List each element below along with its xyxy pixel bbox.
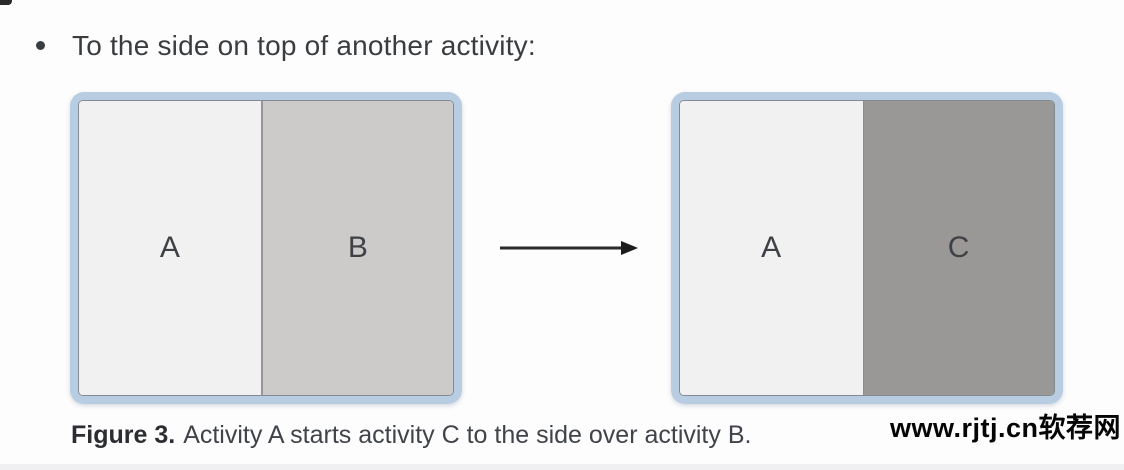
watermark-text: www.rjtj.cn软荐网 [889,413,1121,443]
corner-artifact [0,0,12,5]
device-frame-before: A B [70,92,462,404]
activity-pane-a-before: A [79,101,262,395]
activity-pane-c: C [862,101,1054,395]
figure-caption-label: Figure 3. [71,421,176,449]
activity-b-label: B [347,231,369,264]
activity-a-label: A [761,231,782,264]
activity-pane-b: B [261,101,453,395]
device-screen-before: A B [78,100,454,396]
device-frame-after: A C [671,92,1063,404]
device-screen-after: A C [679,100,1055,396]
transition-arrow-icon [499,240,639,256]
bullet-item-text: To the side on top of another activity: [72,30,536,61]
activity-c-label: C [947,231,970,264]
activity-pane-a-after: A [680,101,863,395]
bullet-list-item: To the side on top of another activity: [36,28,536,64]
bottom-edge-strip [0,464,1124,470]
activity-a-label: A [159,231,181,264]
bullet-icon [36,41,45,50]
figure-caption-text: Activity A starts activity C to the side… [183,421,752,449]
figure-caption: Figure 3.Activity A starts activity C to… [71,418,751,452]
